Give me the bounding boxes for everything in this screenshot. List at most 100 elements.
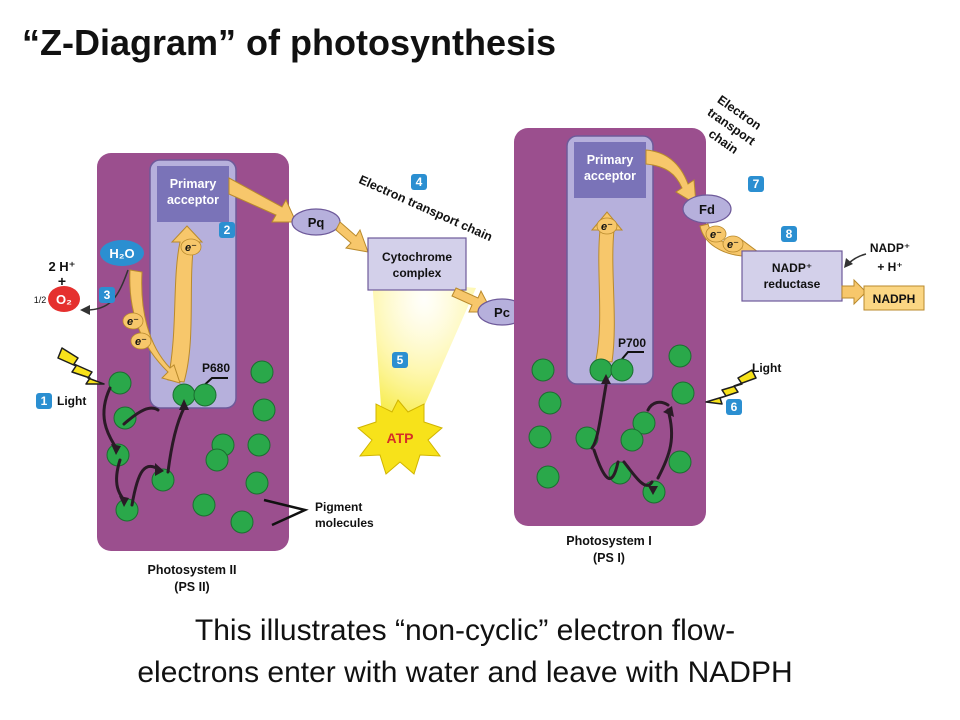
pigment-molecule: [230, 510, 254, 534]
psii-light-label: Light: [57, 394, 86, 408]
half-fraction: 1/2: [34, 295, 47, 305]
oxygen-molecule: [48, 286, 80, 312]
step-8-badge: 8: [781, 226, 797, 242]
step-3-badge: 3: [99, 287, 115, 303]
psi-label-2: (PS I): [593, 551, 625, 565]
step-7-badge: 7: [748, 176, 764, 192]
reductase-label-2: reductase: [764, 277, 821, 291]
psii-primary-acceptor: [157, 166, 229, 222]
nadp-input-arrowhead: [844, 258, 853, 268]
water-molecule: [100, 240, 144, 266]
water-electron-1: e⁻: [122, 312, 144, 330]
plus-sign: +: [58, 273, 66, 289]
cytochrome-complex: [367, 237, 467, 291]
psii-light-bolt: [57, 347, 105, 385]
step-number: 8: [786, 227, 793, 241]
pigment-molecule: [531, 358, 555, 382]
pigment-molecule: [115, 498, 139, 522]
cytochrome-label-1: Cytochrome: [382, 250, 452, 264]
step-number: 3: [104, 288, 111, 302]
atp-label: ATP: [387, 430, 414, 446]
p700-reaction-center-left: [589, 358, 613, 382]
pigment-molecule: [192, 493, 216, 517]
p700-reaction-center-right: [610, 358, 634, 382]
caption: This illustrates “non-cyclic” electron f…: [0, 610, 930, 694]
acceptor-to-pq-arrow: [228, 177, 297, 223]
pigment-molecule: [668, 344, 692, 368]
pigment-molecule: [575, 426, 599, 450]
step-1-badge: 1: [36, 393, 52, 409]
electron-label: e⁻: [601, 221, 613, 233]
psi-primary-acceptor: [574, 142, 646, 198]
psi-acceptor-label-1: Primary: [587, 153, 634, 167]
nadph-label: NADPH: [873, 292, 916, 306]
pigment-molecule: [205, 448, 229, 472]
psi-electron: e⁻: [596, 217, 618, 235]
pigment-molecule: [671, 381, 695, 405]
electron-label: e⁻: [127, 316, 139, 328]
psii-pigments: [106, 360, 276, 534]
psi-arrowheads: [601, 374, 674, 495]
psii-label-1: Photosystem II: [148, 563, 237, 577]
p680-label: P680: [202, 361, 230, 375]
atp-energy-beam: [372, 278, 476, 420]
pigment-pointer: [263, 498, 309, 527]
pigment-molecule: [247, 433, 271, 457]
psii-acceptor-label-1: Primary: [170, 177, 217, 191]
electron-label: e⁻: [135, 336, 147, 348]
step-number: 6: [731, 400, 738, 414]
psi-light-bolt: [705, 369, 757, 405]
psii-acceptor-label-2: acceptor: [167, 193, 219, 207]
pigment-molecule: [538, 391, 562, 415]
pigment-molecule: [620, 428, 644, 452]
pq-label: Pq: [308, 215, 325, 230]
psii-excitation-arrow: [167, 225, 204, 383]
water-electron-2: e⁻: [130, 332, 152, 350]
ferredoxin: [682, 194, 732, 224]
step-number: 5: [397, 353, 404, 367]
psi-energy-transfer-arrows: [590, 383, 674, 487]
proton-label: 2 H⁺: [48, 259, 75, 274]
pigment-label-2: molecules: [315, 516, 374, 530]
nadph-product: [863, 285, 925, 311]
pigment-molecule: [528, 425, 552, 449]
psi-acceptor-label-2: acceptor: [584, 169, 636, 183]
electron-label: e⁻: [710, 229, 722, 241]
atp-starburst: [357, 399, 443, 475]
fd-label: Fd: [699, 202, 715, 217]
psii-arrowheads: [111, 399, 189, 507]
pigment-molecule: [245, 471, 269, 495]
caption-line-2: electrons enter with water and leave wit…: [137, 656, 793, 689]
reductase-label-1: NADP⁺: [772, 261, 812, 275]
p700-label: P700: [618, 336, 646, 350]
pigment-molecule: [536, 465, 560, 489]
pigment-molecule: [108, 371, 132, 395]
step-2-badge: 2: [219, 222, 235, 238]
psii-electron-top: e⁻: [180, 238, 202, 256]
page-title: “Z-Diagram” of photosynthesis: [22, 22, 557, 63]
step-6-badge: 6: [726, 399, 742, 415]
step-number: 2: [224, 223, 231, 237]
pigment-molecule: [250, 360, 274, 384]
pc-label: Pc: [494, 305, 510, 320]
cytochrome-label-2: complex: [393, 266, 442, 280]
caption-line-1: This illustrates “non-cyclic” electron f…: [194, 614, 736, 647]
psii-label-2: (PS II): [174, 580, 209, 594]
oxygen-label: O₂: [56, 292, 72, 307]
nadp-input-label-1: NADP⁺: [870, 241, 910, 255]
nadp-reductase: [741, 250, 843, 302]
pigment-molecule: [668, 450, 692, 474]
p680-reaction-center-right: [193, 383, 217, 407]
oxygen-arrowhead: [80, 305, 90, 315]
nadp-input-label-2: + H⁺: [877, 260, 902, 274]
nadph-output-arrow: [841, 278, 867, 306]
step-4-badge: 4: [411, 174, 427, 190]
pigment-molecule: [252, 398, 276, 422]
step-number: 7: [753, 177, 760, 191]
pigment-label-1: Pigment: [315, 500, 362, 514]
water-label: H₂O: [109, 246, 134, 261]
step-number: 1: [41, 394, 48, 408]
psi-acceptor-to-fd-arrow: [645, 149, 697, 205]
pigment-molecule: [113, 406, 137, 430]
